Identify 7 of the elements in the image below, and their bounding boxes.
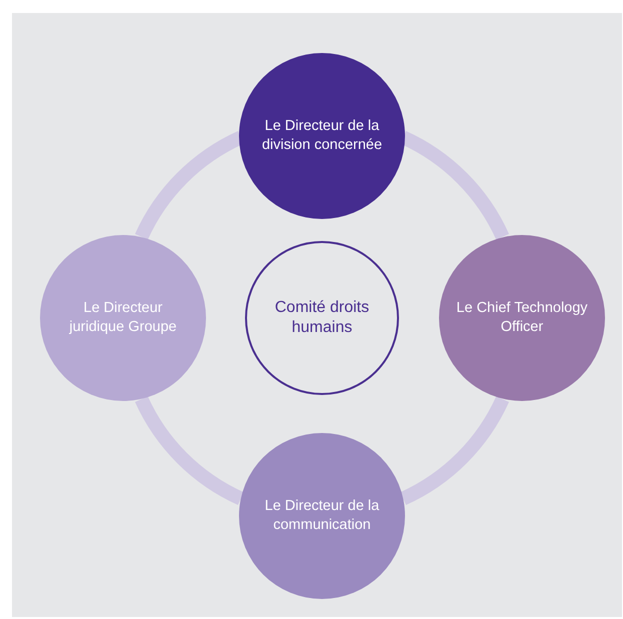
- ring-arc: [400, 396, 509, 505]
- role-label: Le Directeur de la division concernée: [260, 117, 384, 155]
- role-label: Le Chief Technology Officer: [456, 299, 588, 337]
- role-label: Comité droits humains: [274, 298, 370, 338]
- ring-arc: [135, 396, 244, 505]
- role-label: Le Directeur juridique Groupe: [68, 299, 178, 337]
- role-label: Le Directeur de la communication: [264, 497, 380, 535]
